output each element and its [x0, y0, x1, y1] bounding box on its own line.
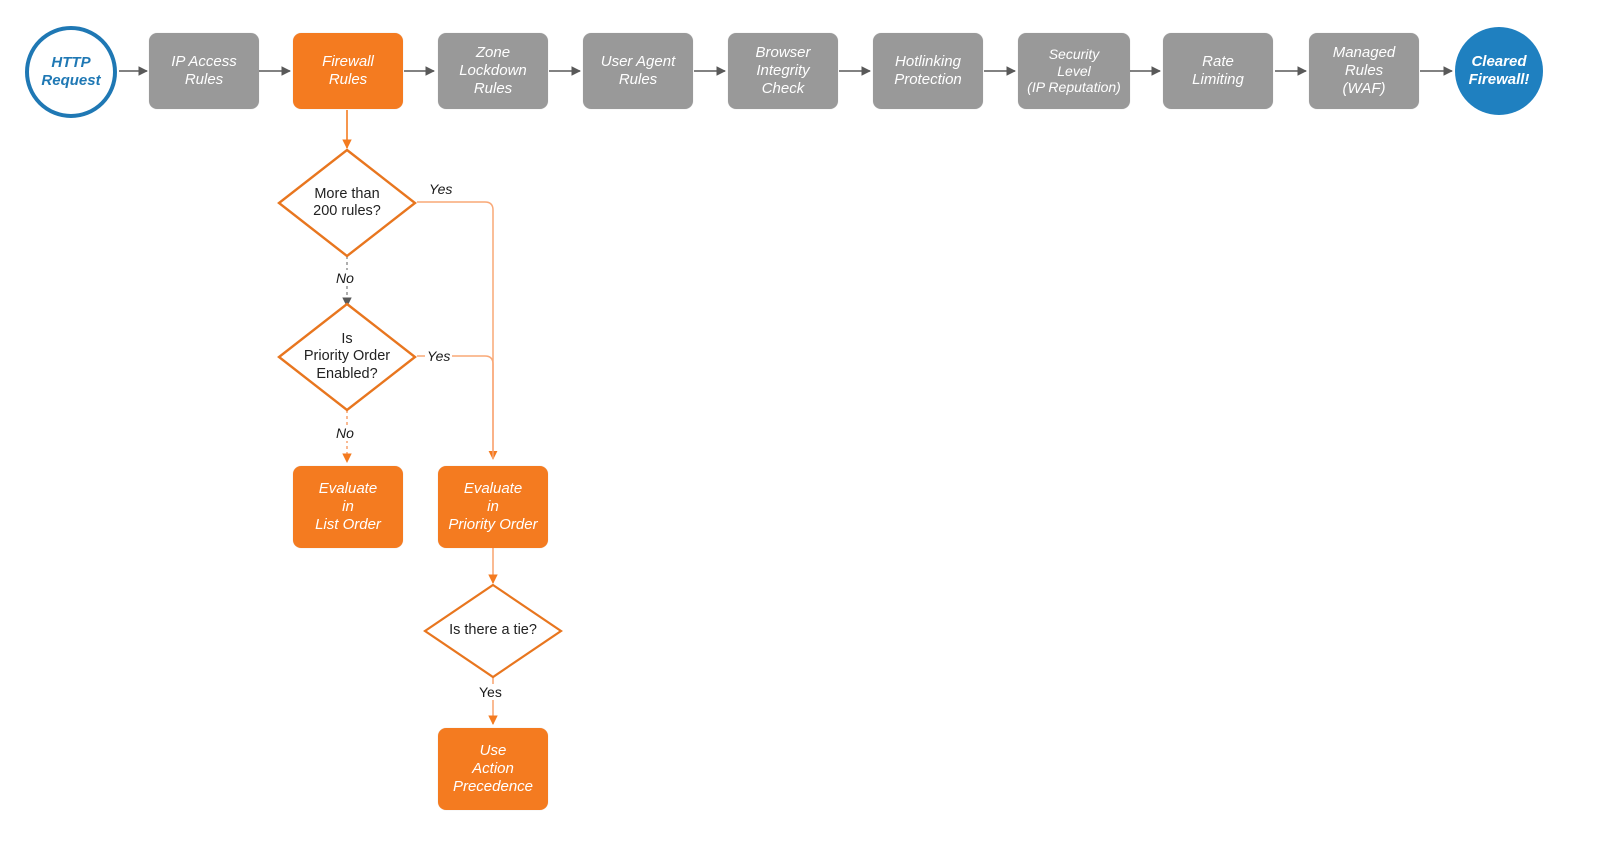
- node-managed-rules-waf[interactable]: Managed Rules (WAF): [1309, 33, 1419, 109]
- node-managed-rules-waf-label: Managed Rules (WAF): [1332, 44, 1396, 97]
- edge-label-text: Yes: [429, 181, 453, 197]
- decision-more-than-200-rules-label: More than 200 rules?: [313, 185, 381, 219]
- node-evaluate-priority-order-label: Evaluate in Priority Order: [448, 480, 538, 533]
- edge-priority-yes: [417, 355, 494, 459]
- edge-label-more-than-200-no: No: [334, 270, 356, 286]
- edge-label-text: No: [336, 270, 354, 286]
- node-evaluate-priority-order[interactable]: Evaluate in Priority Order: [438, 466, 548, 548]
- decision-priority-order-enabled-label: Is Priority Order Enabled?: [303, 331, 391, 382]
- diamond-shape-priority-order: [277, 302, 417, 412]
- node-hotlinking-protection-label: Hotlinking Protection: [894, 53, 962, 88]
- edge-label-text: No: [336, 425, 354, 441]
- decision-is-there-a-tie-label: Is there a tie?: [449, 622, 537, 639]
- node-cleared-firewall[interactable]: Cleared Firewall!: [1455, 27, 1543, 115]
- node-browser-integrity-check[interactable]: Browser Integrity Check: [728, 33, 838, 109]
- edge-label-tie-yes: Yes: [477, 684, 504, 700]
- edge-label-priority-order-no: No: [334, 425, 356, 441]
- node-firewall-rules-label: Firewall Rules: [322, 53, 374, 88]
- edge-label-priority-order-yes: Yes: [425, 348, 453, 364]
- edge-label-text: Yes: [479, 684, 502, 700]
- node-user-agent-rules[interactable]: User Agent Rules: [583, 33, 693, 109]
- edge-decision200-yes: [417, 201, 498, 460]
- node-rate-limiting-label: Rate Limiting: [1192, 53, 1244, 88]
- node-zone-lockdown-rules-label: Zone Lockdown Rules: [459, 44, 527, 97]
- node-ip-access-rules[interactable]: IP Access Rules: [149, 33, 259, 109]
- node-ip-access-rules-label: IP Access Rules: [171, 53, 237, 88]
- node-http-request-label: HTTP Request: [41, 54, 101, 89]
- edge-label-more-than-200-yes: Yes: [427, 181, 455, 197]
- node-security-level[interactable]: Security Level (IP Reputation): [1018, 33, 1130, 109]
- node-cleared-firewall-label: Cleared Firewall!: [1468, 53, 1530, 88]
- node-zone-lockdown-rules[interactable]: Zone Lockdown Rules: [438, 33, 548, 109]
- node-evaluate-list-order[interactable]: Evaluate in List Order: [293, 466, 403, 548]
- diamond-shape-tie: [423, 583, 563, 679]
- node-evaluate-list-order-label: Evaluate in List Order: [315, 480, 381, 533]
- decision-priority-order-enabled[interactable]: Is Priority Order Enabled?: [277, 302, 417, 412]
- node-use-action-precedence[interactable]: Use Action Precedence: [438, 728, 548, 810]
- node-use-action-precedence-label: Use Action Precedence: [452, 742, 534, 795]
- node-security-level-label: Security Level (IP Reputation): [1027, 46, 1121, 96]
- node-hotlinking-protection[interactable]: Hotlinking Protection: [873, 33, 983, 109]
- node-http-request[interactable]: HTTP Request: [25, 26, 117, 118]
- node-rate-limiting[interactable]: Rate Limiting: [1163, 33, 1273, 109]
- edge-label-text: Yes: [427, 348, 451, 364]
- node-user-agent-rules-label: User Agent Rules: [600, 53, 676, 88]
- node-browser-integrity-check-label: Browser Integrity Check: [755, 44, 811, 97]
- decision-more-than-200-rules[interactable]: More than 200 rules?: [277, 148, 417, 258]
- node-firewall-rules[interactable]: Firewall Rules: [293, 33, 403, 109]
- decision-is-there-a-tie[interactable]: Is there a tie?: [423, 583, 563, 679]
- diamond-shape-200-rules: [277, 148, 417, 258]
